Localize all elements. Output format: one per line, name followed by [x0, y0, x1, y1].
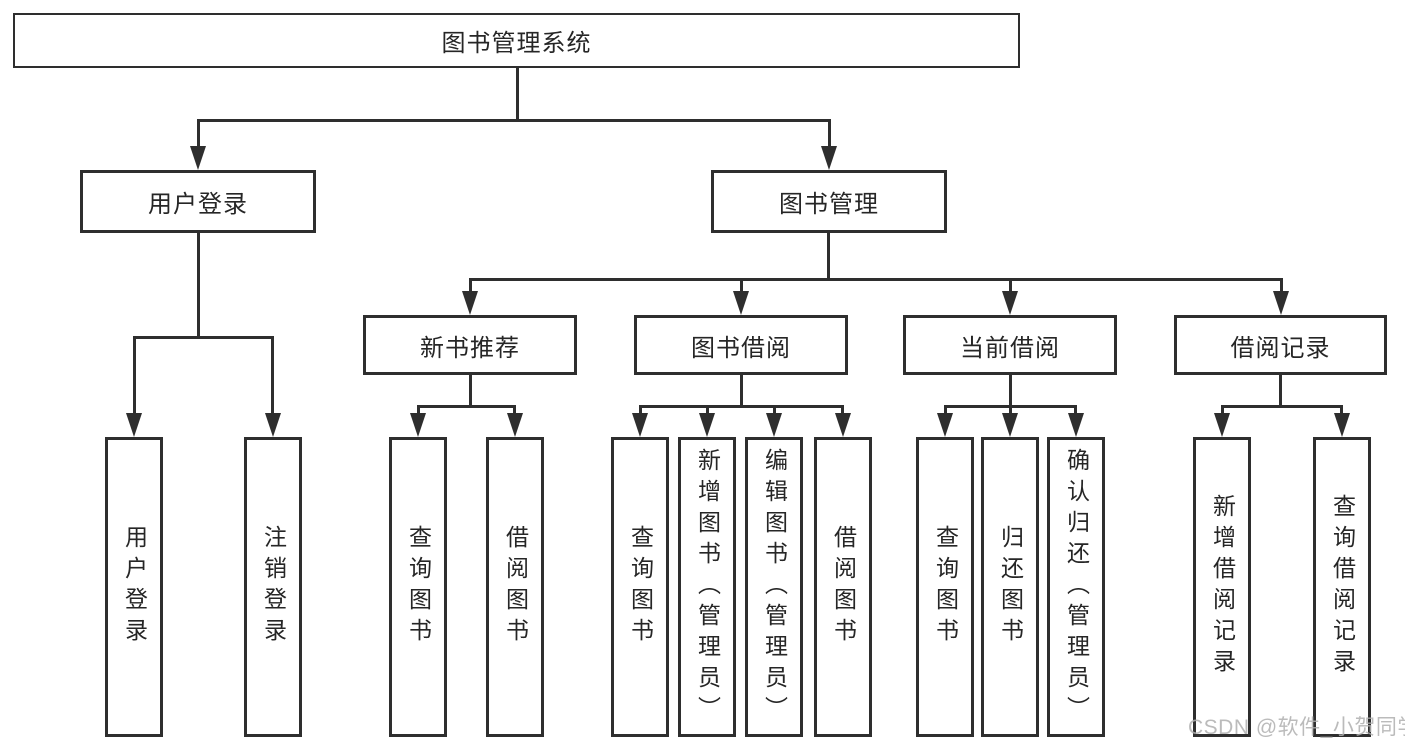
connector-vline [469, 375, 472, 408]
node-book-borrowing: 图书借阅 [634, 315, 848, 375]
node-current-borrowing: 当前借阅 [903, 315, 1117, 375]
leaf-query-books-borrowing: 查询图书 [611, 437, 669, 737]
connector-vline [639, 405, 642, 417]
arrow-down-icon [126, 413, 142, 437]
connector-vline [1009, 375, 1012, 408]
leaf-confirm-return-admin: 确认归还（管理员） [1047, 437, 1105, 737]
arrow-down-icon [507, 413, 523, 437]
connector-vline [1074, 405, 1077, 417]
connector-hline [639, 405, 844, 408]
arrow-down-icon [1334, 413, 1350, 437]
connector-vline [706, 405, 709, 417]
leaf-user-login: 用户登录 [105, 437, 163, 737]
connector-hline [417, 405, 516, 408]
connector-hline [133, 336, 274, 339]
leaf-query-borrow-record: 查询借阅记录 [1313, 437, 1371, 737]
connector-hline [197, 119, 830, 122]
arrow-down-icon [265, 413, 281, 437]
connector-hline [1221, 405, 1343, 408]
connector-vline [773, 405, 776, 417]
connector-vline [740, 375, 743, 408]
arrow-down-icon [733, 291, 749, 315]
leaf-return-books: 归还图书 [981, 437, 1039, 737]
connector-vline [841, 405, 844, 417]
leaf-add-books-admin: 新增图书（管理员） [678, 437, 736, 737]
connector-vline [513, 405, 516, 417]
arrow-down-icon [632, 413, 648, 437]
leaf-add-borrow-record: 新增借阅记录 [1193, 437, 1251, 737]
connector-vline [197, 233, 200, 339]
arrow-down-icon [937, 413, 953, 437]
arrow-down-icon [1068, 413, 1084, 437]
node-book-management: 图书管理 [711, 170, 947, 233]
connector-vline [828, 119, 831, 149]
connector-vline [417, 405, 420, 417]
watermark: CSDN @软件_小贺同学 [1188, 716, 1405, 739]
node-user-login: 用户登录 [80, 170, 316, 233]
node-borrowing-records: 借阅记录 [1174, 315, 1387, 375]
arrow-down-icon [190, 146, 206, 170]
leaf-query-books-recommend: 查询图书 [389, 437, 447, 737]
connector-vline [1221, 405, 1224, 417]
leaf-query-books-current: 查询图书 [916, 437, 974, 737]
connector-vline [740, 278, 743, 294]
arrow-down-icon [1002, 291, 1018, 315]
arrow-down-icon [766, 413, 782, 437]
connector-vline [944, 405, 947, 417]
connector-vline [197, 119, 200, 149]
connector-vline [1009, 278, 1012, 294]
connector-vline [1340, 405, 1343, 417]
arrow-down-icon [1214, 413, 1230, 437]
connector-vline [1279, 375, 1282, 408]
arrow-down-icon [835, 413, 851, 437]
connector-vline [133, 336, 136, 416]
connector-hline [469, 278, 1282, 281]
node-library-system: 图书管理系统 [13, 13, 1020, 68]
arrow-down-icon [462, 291, 478, 315]
leaf-logout: 注销登录 [244, 437, 302, 737]
connector-vline [1280, 278, 1283, 294]
arrow-down-icon [699, 413, 715, 437]
leaf-edit-books-admin: 编辑图书（管理员） [745, 437, 803, 737]
leaf-borrow-books-borrowing: 借阅图书 [814, 437, 872, 737]
connector-vline [827, 233, 830, 281]
connector-vline [516, 68, 519, 121]
arrow-down-icon [821, 146, 837, 170]
arrow-down-icon [1273, 291, 1289, 315]
arrow-down-icon [1002, 413, 1018, 437]
connector-vline [1009, 405, 1012, 417]
leaf-borrow-books-recommend: 借阅图书 [486, 437, 544, 737]
connector-vline [469, 278, 472, 294]
node-new-book-recommendation: 新书推荐 [363, 315, 577, 375]
connector-vline [271, 336, 274, 416]
arrow-down-icon [410, 413, 426, 437]
